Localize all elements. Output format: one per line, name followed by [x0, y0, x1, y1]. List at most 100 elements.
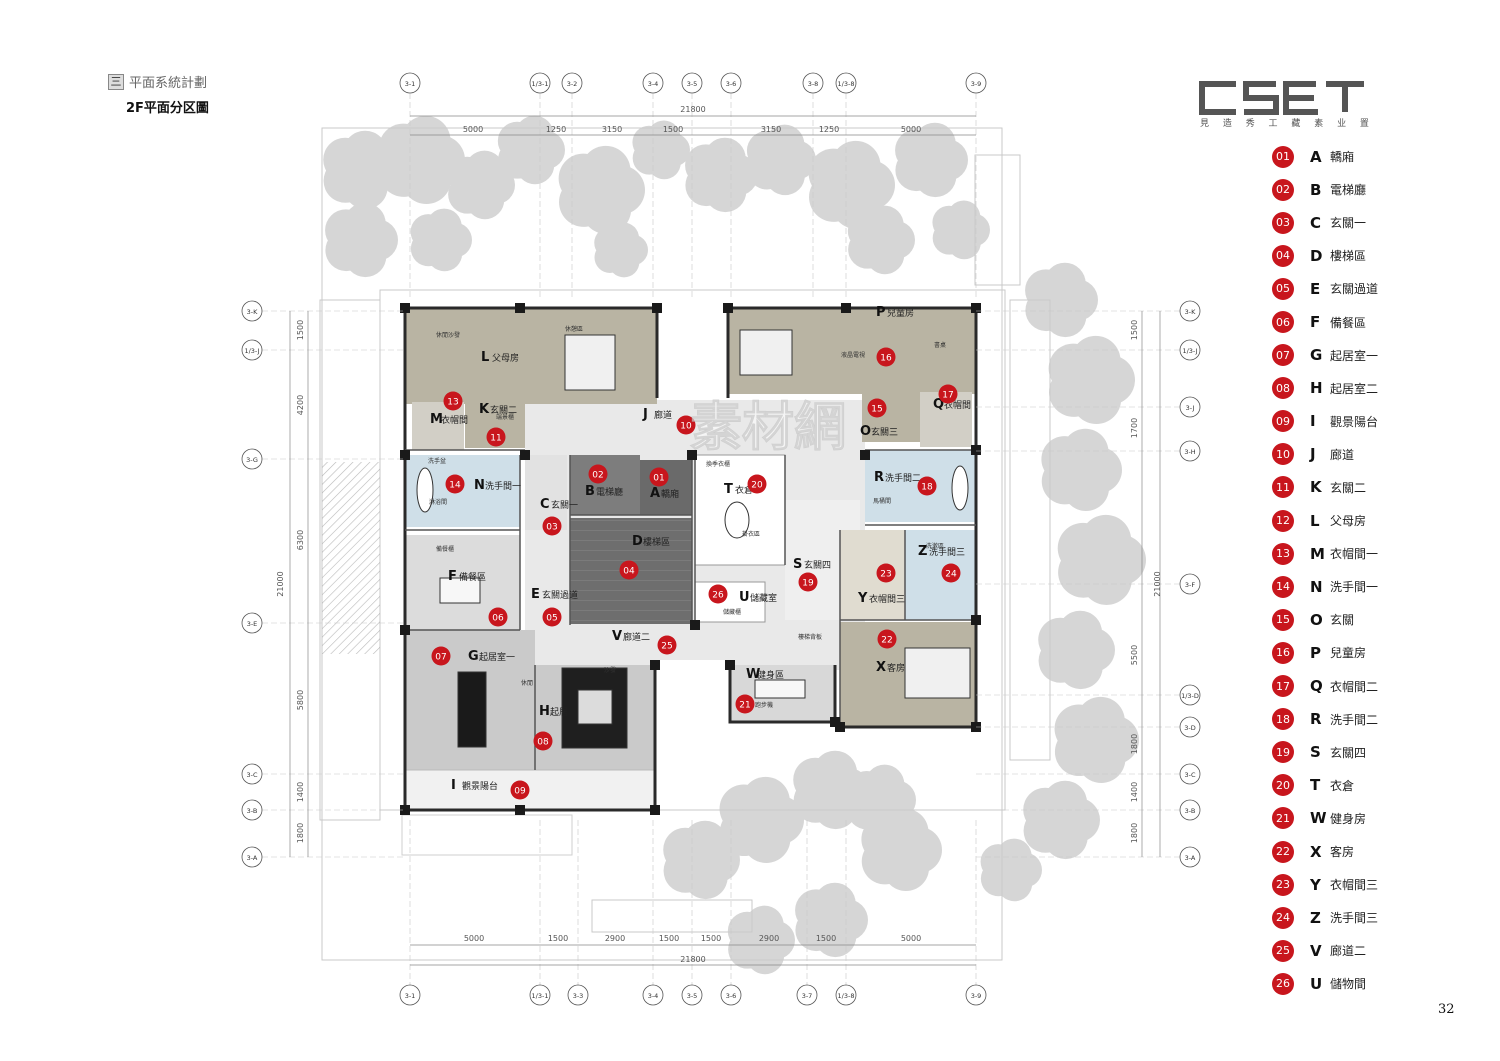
tree-canopy [1062, 428, 1109, 475]
corridor-center [660, 660, 730, 770]
grid-axis-label: 3-A [247, 854, 258, 862]
annotation-text: 掛衣區 [742, 530, 760, 538]
tree-canopy [813, 750, 858, 795]
column [835, 722, 845, 732]
room-name: 儲藏室 [750, 592, 777, 604]
grid-axis-circle [1179, 300, 1201, 322]
grid-axis-bubble: 1/3-1 [529, 72, 551, 94]
dimension-label: 5000 [464, 934, 484, 943]
room-number-badge [876, 563, 896, 583]
room-number-badge [657, 635, 677, 655]
legend-room-name: 健身房 [1330, 811, 1367, 826]
dimension-label: 1500 [1130, 320, 1139, 340]
room-code: V [612, 629, 622, 644]
legend-code: G [1310, 346, 1323, 365]
legend-number-badge: 13 [1272, 542, 1294, 565]
room-name: 廊道二 [623, 631, 650, 643]
column [520, 450, 530, 460]
grid-axis-label: 3-B [1185, 807, 1196, 815]
grid-axis-label: 3-4 [648, 992, 659, 1000]
legend-room-name: 洗手間一 [1330, 580, 1379, 595]
furniture [416, 329, 971, 749]
legend-number-badge: 03 [1272, 211, 1294, 234]
column [400, 625, 410, 635]
room-u [694, 581, 766, 623]
grid-axis-bubble: 3-A [241, 846, 263, 868]
room-b [570, 455, 640, 515]
annotation-text: 洗漱區 [926, 542, 944, 550]
grid-axis-circle [241, 612, 263, 634]
grid-axis-bubble: 3-J [1179, 396, 1201, 418]
room-number-badge [917, 476, 937, 496]
legend-number-badge: 11 [1272, 476, 1294, 499]
grid-axis-label: 3-6 [726, 80, 737, 88]
legend-code: Q [1310, 677, 1323, 696]
legend-code: C [1310, 213, 1322, 232]
legend-code: B [1310, 180, 1322, 199]
grid-axis-circle [399, 72, 421, 94]
column [400, 450, 410, 460]
legend-number-badge: 06 [1272, 311, 1294, 334]
room-number-badge [676, 415, 696, 435]
grid-axis-label: 3-G [246, 456, 258, 464]
grid-axis-circle [835, 984, 857, 1006]
annotation-text: 端景櫃 [496, 413, 514, 421]
legend-code: L [1310, 511, 1320, 530]
legend-code: D [1310, 246, 1323, 265]
column [971, 615, 981, 625]
dimension-label: 5000 [901, 125, 921, 134]
room-code: U [739, 590, 750, 605]
logo-tagline-char: 工 [1268, 119, 1279, 129]
legend-room-name: 玄關一 [1330, 216, 1367, 231]
room-number-badge [938, 384, 958, 404]
room-number: 02 [592, 471, 603, 481]
legend-code: H [1310, 379, 1323, 398]
annotation-text: 休憩區 [565, 325, 583, 333]
dimension-label: 21000 [1153, 571, 1162, 596]
room-number: 03 [546, 523, 557, 533]
annotation-text: 儲藏櫃 [723, 608, 741, 616]
legend-code: X [1310, 842, 1322, 861]
column [860, 450, 870, 460]
column [652, 303, 662, 313]
room-number-badge [488, 607, 508, 627]
inner-walls [405, 449, 976, 770]
room-code: Z [918, 544, 927, 559]
grid-axis-circle [241, 799, 263, 821]
grid-axis-bubble: 3-B [241, 799, 263, 821]
legend-room-name: 衣倉 [1330, 778, 1355, 793]
bed-parents [564, 334, 616, 391]
plan-title: 2F平面分区圖 [126, 101, 209, 116]
room-number: 17 [942, 391, 953, 401]
grid-axis-label: 3-A [1185, 854, 1196, 862]
annotation-text: 休閒沙發 [436, 331, 460, 339]
dimension-label: 4200 [296, 395, 305, 415]
logo-tagline-char: 秀 [1245, 119, 1256, 129]
dimension-label: 1800 [1130, 734, 1139, 754]
section-marker: 三 [108, 73, 124, 90]
column [400, 805, 410, 815]
dimension-label: 1500 [548, 934, 568, 943]
room-code: R [874, 470, 884, 485]
grid-axis-bubble: 3-9 [965, 984, 987, 1006]
legend-room-name: 儲物間 [1330, 977, 1367, 992]
grid-axis-label: 3-7 [802, 992, 813, 1000]
column [515, 805, 525, 815]
grid-axis-label: 3-3 [573, 992, 584, 1000]
room-number-badge [510, 780, 530, 800]
room-code: C [540, 497, 550, 512]
grid-axis-bubble: 3-A [1179, 846, 1201, 868]
tree-canopy [608, 222, 639, 254]
grid-axis-label: 3-4 [648, 80, 659, 88]
dimension-label: 1800 [1130, 823, 1139, 843]
room-name: 兒童房 [887, 307, 914, 319]
